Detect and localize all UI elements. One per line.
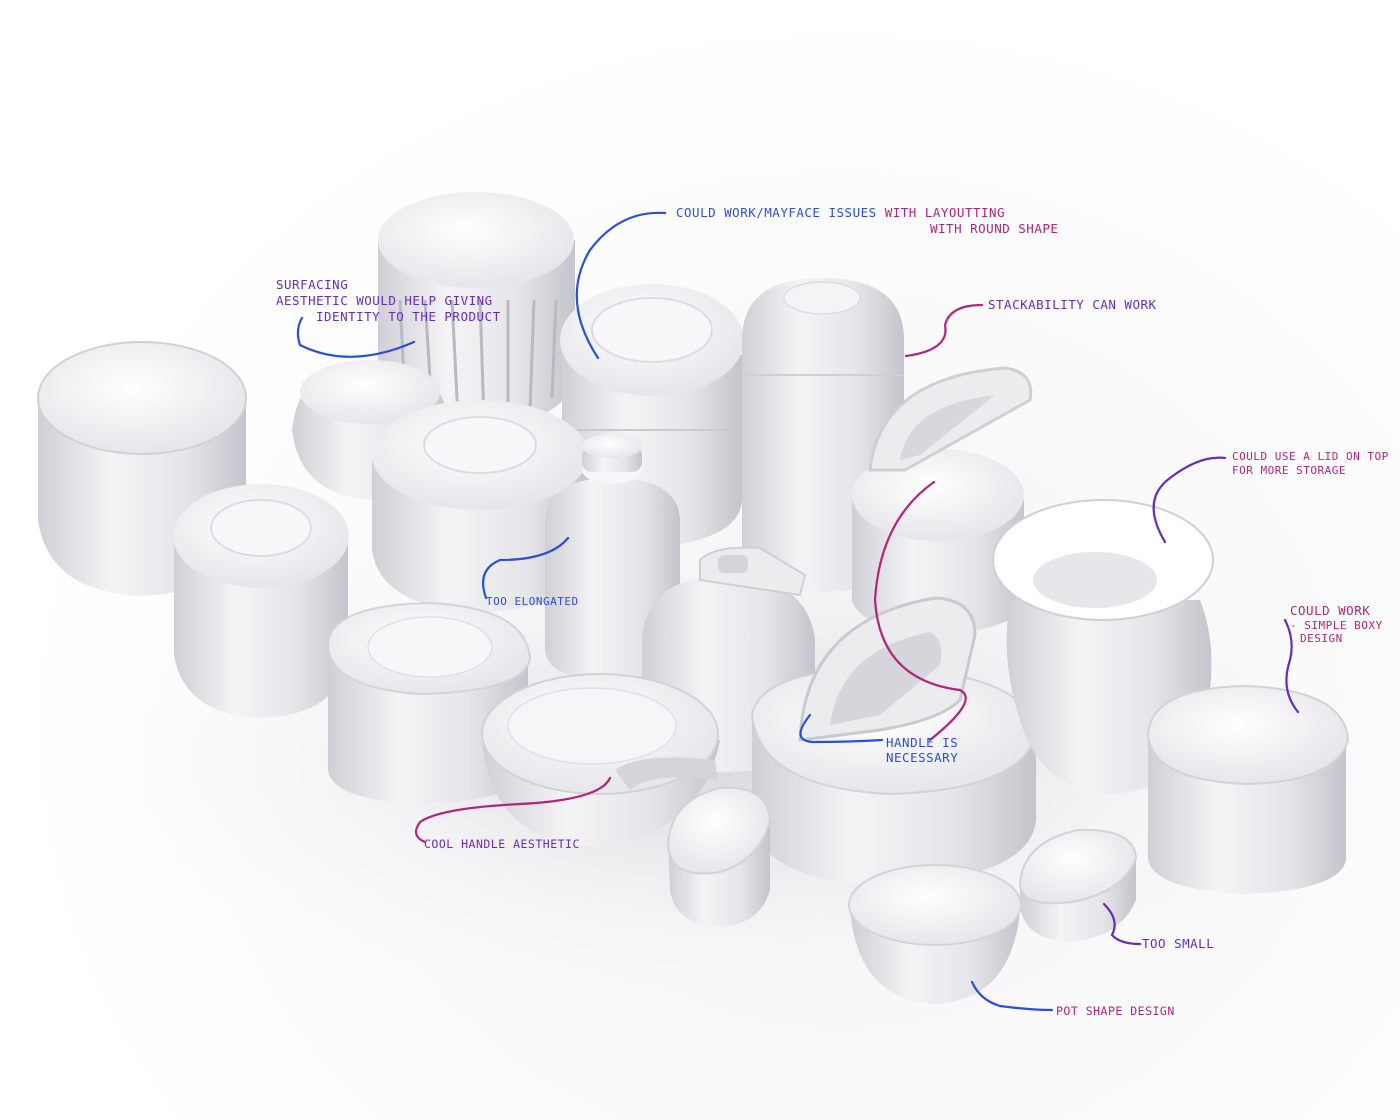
- round-bowl-middle: [372, 400, 590, 612]
- note-boxy-line3: design: [1300, 632, 1343, 645]
- note-cool-handle: Cool handle aesthetic: [424, 837, 580, 851]
- note-boxy-line2: - Simple boxy: [1290, 619, 1383, 632]
- small-boxy-container: [1146, 684, 1350, 894]
- note-surfacing-line3: identity to the product: [316, 309, 501, 324]
- note-pot-shape: Pot shape design: [1056, 1004, 1175, 1018]
- note-handle-line1: Handle is: [886, 735, 959, 750]
- note-stackability: Stackability can work: [988, 297, 1157, 312]
- pot-shape-bowl: [848, 864, 1022, 1004]
- note-too-small: Too small: [1142, 936, 1215, 951]
- square-box-left: [326, 601, 532, 804]
- note-layout-issues: Could work/mayface issues with layouttin…: [676, 206, 1005, 220]
- note-layout-issues-line1: Could work/mayface issues: [676, 205, 877, 220]
- side-handle-bowl: [481, 673, 720, 846]
- note-surfacing-line2: aesthetic would help giving: [276, 293, 493, 308]
- handle-carrier-back: [852, 366, 1033, 634]
- note-too-elongated: Too elongated: [486, 595, 579, 608]
- pill-container-center: [666, 786, 772, 926]
- note-round-shape: with round shape: [930, 221, 1059, 236]
- note-handle-line2: necessary: [886, 750, 959, 765]
- cylinder-front-left: [173, 484, 349, 718]
- note-lid-line2: for more storage: [1232, 464, 1346, 477]
- note-layout-issues-line2: with layoutting: [884, 205, 1006, 220]
- pill-container-right: [1018, 828, 1138, 942]
- note-boxy-line1: Could work: [1290, 603, 1371, 618]
- note-surfacing-line1: Surfacing: [276, 277, 349, 292]
- annotation-arrows: [296, 211, 1300, 1012]
- note-lid-line1: Could use a lid on top: [1232, 450, 1389, 463]
